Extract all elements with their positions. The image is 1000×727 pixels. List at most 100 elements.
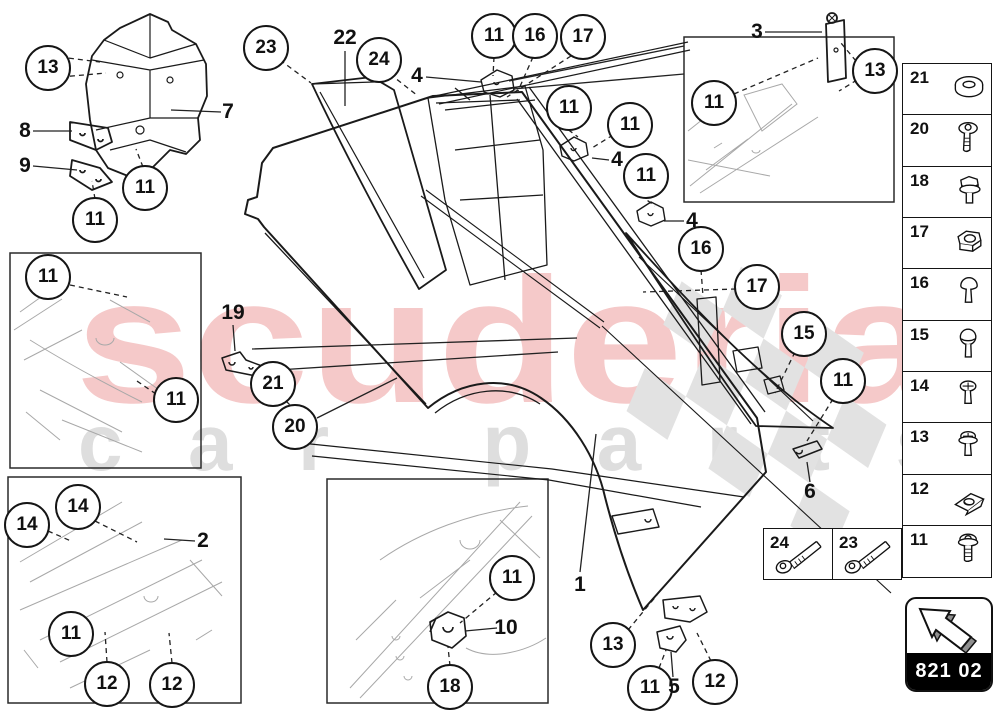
callout-11[interactable]: 11 (122, 165, 168, 211)
hardware-box-24[interactable]: 24 (763, 528, 833, 580)
callout-6[interactable]: 6 (804, 480, 816, 503)
callout-14[interactable]: 14 (55, 484, 101, 530)
bracket-9 (69, 159, 113, 191)
callout-21[interactable]: 21 (250, 361, 296, 407)
bracket-5 (656, 625, 687, 653)
checkered-flag-watermark (626, 266, 887, 555)
inset-context-art (13, 83, 819, 699)
callout-20[interactable]: 20 (272, 404, 318, 450)
inset-left-middle (9, 252, 202, 469)
callout-22[interactable]: 22 (333, 26, 357, 49)
sidebar-item-20[interactable]: 20 (902, 114, 992, 168)
sidebar-item-15[interactable]: 15 (902, 319, 992, 373)
callout-9[interactable]: 9 (19, 154, 31, 177)
callout-17[interactable]: 17 (560, 14, 606, 60)
callout-13[interactable]: 13 (590, 622, 636, 668)
callout-19[interactable]: 19 (221, 301, 245, 324)
clip-nut-icon (954, 492, 985, 516)
sidebar-item-11[interactable]: 11 (902, 524, 992, 578)
callout-12[interactable]: 12 (149, 662, 195, 708)
sidebar-item-13[interactable]: 13 (902, 422, 992, 476)
callout-7[interactable]: 7 (222, 100, 234, 123)
callout-23[interactable]: 23 (243, 25, 289, 71)
callout-4[interactable]: 4 (686, 209, 698, 232)
checker-cell (663, 281, 723, 354)
callout-11[interactable]: 11 (820, 358, 866, 404)
sidebar-item-number: 18 (910, 170, 929, 190)
callout-11[interactable]: 11 (623, 153, 669, 199)
sidebar-item-number: 20 (910, 119, 929, 139)
bracket-3 (825, 12, 847, 83)
sidebar-item-number: 13 (910, 427, 929, 447)
callout-13[interactable]: 13 (25, 45, 71, 91)
callout-11[interactable]: 11 (607, 102, 653, 148)
callout-11[interactable]: 11 (72, 197, 118, 243)
callout-4[interactable]: 4 (411, 64, 423, 87)
side-trim-right (625, 232, 834, 429)
sidebar-item-number: 14 (910, 375, 929, 395)
sidebar-item-21[interactable]: 21 (902, 63, 992, 116)
nut-icon (957, 230, 982, 252)
torx-screw-icon (957, 533, 979, 562)
fender-tip-bracket (662, 595, 708, 623)
hardware-box-23[interactable]: 23 (832, 528, 902, 580)
fender-blade-1 (244, 41, 892, 611)
checker-cell (626, 367, 686, 440)
callout-11[interactable]: 11 (471, 13, 517, 59)
checker-cell (708, 425, 768, 498)
long-screw-icon (844, 540, 891, 574)
callout-18[interactable]: 18 (427, 664, 473, 710)
callout-24[interactable]: 24 (356, 37, 402, 83)
mount-brackets-4 (480, 69, 666, 227)
sidebar-item-number: 15 (910, 324, 929, 344)
sidebar-item-16[interactable]: 16 (902, 268, 992, 322)
leader-lines-dashed (47, 42, 858, 669)
callout-11[interactable]: 11 (25, 254, 71, 300)
phillips-screw-icon (959, 380, 977, 404)
clamp-10 (429, 611, 467, 649)
long-screw-icon (775, 540, 822, 574)
bracket-assembly-7 (85, 13, 208, 177)
callout-12[interactable]: 12 (84, 661, 130, 707)
callout-2[interactable]: 2 (197, 529, 209, 552)
callout-11[interactable]: 11 (489, 555, 535, 601)
part-line-art (69, 12, 892, 653)
callout-11[interactable]: 11 (546, 85, 592, 131)
part-code-badge[interactable]: 821 02 (905, 597, 993, 692)
callout-12[interactable]: 12 (692, 659, 738, 705)
dome-screw-icon (960, 277, 978, 304)
flange-bolt-icon (959, 175, 981, 204)
sidebar-item-17[interactable]: 17 (902, 216, 992, 270)
washer-icon (954, 76, 984, 98)
bracket-8 (69, 121, 113, 151)
callout-11[interactable]: 11 (48, 611, 94, 657)
sidebar-item-14[interactable]: 14 (902, 370, 992, 424)
trim-piece-22 (311, 76, 447, 290)
callout-4[interactable]: 4 (611, 148, 623, 171)
callout-16[interactable]: 16 (678, 226, 724, 272)
callout-5[interactable]: 5 (668, 675, 680, 698)
sidebar-item-18[interactable]: 18 (902, 165, 992, 219)
callout-16[interactable]: 16 (512, 13, 558, 59)
callout-10[interactable]: 10 (494, 616, 518, 639)
callout-1[interactable]: 1 (574, 573, 586, 596)
ball-stud-icon (959, 328, 977, 358)
sidebar-item-12[interactable]: 12 (902, 473, 992, 527)
callout-11[interactable]: 11 (627, 665, 673, 711)
callout-15[interactable]: 15 (781, 311, 827, 357)
callout-8[interactable]: 8 (19, 119, 31, 142)
callout-13[interactable]: 13 (852, 48, 898, 94)
callout-11[interactable]: 11 (153, 377, 199, 423)
washer-screw-icon (958, 431, 978, 457)
callout-14[interactable]: 14 (4, 502, 50, 548)
sidebar-item-number: 12 (910, 478, 929, 498)
callout-11[interactable]: 11 (691, 80, 737, 126)
callout-3[interactable]: 3 (751, 20, 763, 43)
callout-17[interactable]: 17 (734, 264, 780, 310)
back-arrow-icon (918, 607, 978, 655)
sidebar-item-number: 11 (910, 529, 928, 549)
leader-lines-solid (32, 31, 822, 678)
part-code-label: 821 02 (907, 653, 991, 690)
